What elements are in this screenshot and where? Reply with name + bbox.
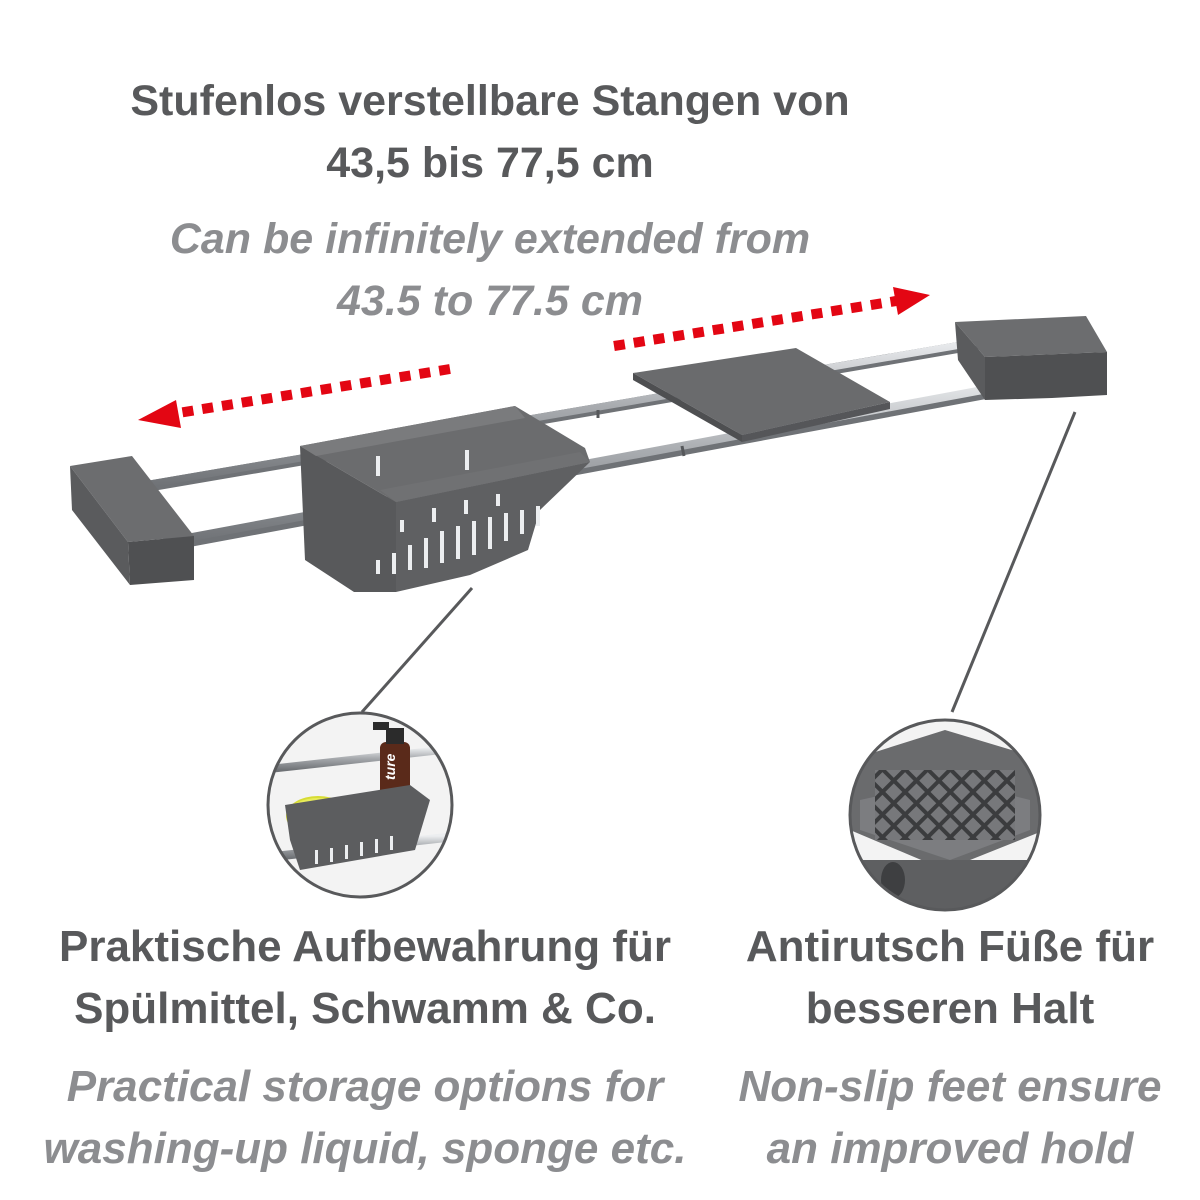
feature-feet-de-line-1: Antirutsch Füße für (745, 922, 1155, 971)
basket-detail-photo: ture (266, 711, 454, 899)
non-slip-foot-detail-photo (848, 718, 1042, 912)
feature-basket-de-line-2: Spülmittel, Schwamm & Co. (74, 984, 656, 1033)
extend-right-arrow (613, 287, 930, 351)
feature-feet-en-line-2: an improved hold (766, 1124, 1134, 1173)
callout-line-basket (360, 587, 474, 713)
feature-feet-en-line-1: Non-slip feet ensure (738, 1062, 1162, 1111)
back-telescopic-rod (132, 336, 996, 494)
feature-feet-de-line-2: besseren Halt (805, 984, 1095, 1033)
headline-de-line-1: Stufenlos verstellbare Stangen von (130, 77, 850, 125)
draining-tray (633, 348, 890, 442)
headline-en-line-2: 43.5 to 77.5 cm (337, 277, 643, 325)
callout-line-foot (950, 411, 1077, 713)
feature-basket-en-line-2: washing-up liquid, sponge etc. (43, 1124, 687, 1173)
extend-left-arrow (138, 364, 451, 428)
bottle-label: ture (382, 753, 398, 780)
feature-basket-en-line-1: Practical storage options for (66, 1062, 664, 1111)
sink-basket (300, 406, 590, 592)
feature-basket-de-line-1: Praktische Aufbewahrung für (58, 922, 672, 971)
headline-en-line-1: Can be infinitely extended from (169, 215, 811, 263)
left-end-cap (70, 456, 194, 585)
right-end-cap (955, 316, 1107, 400)
headline-de-line-2: 43,5 bis 77,5 cm (326, 139, 654, 187)
